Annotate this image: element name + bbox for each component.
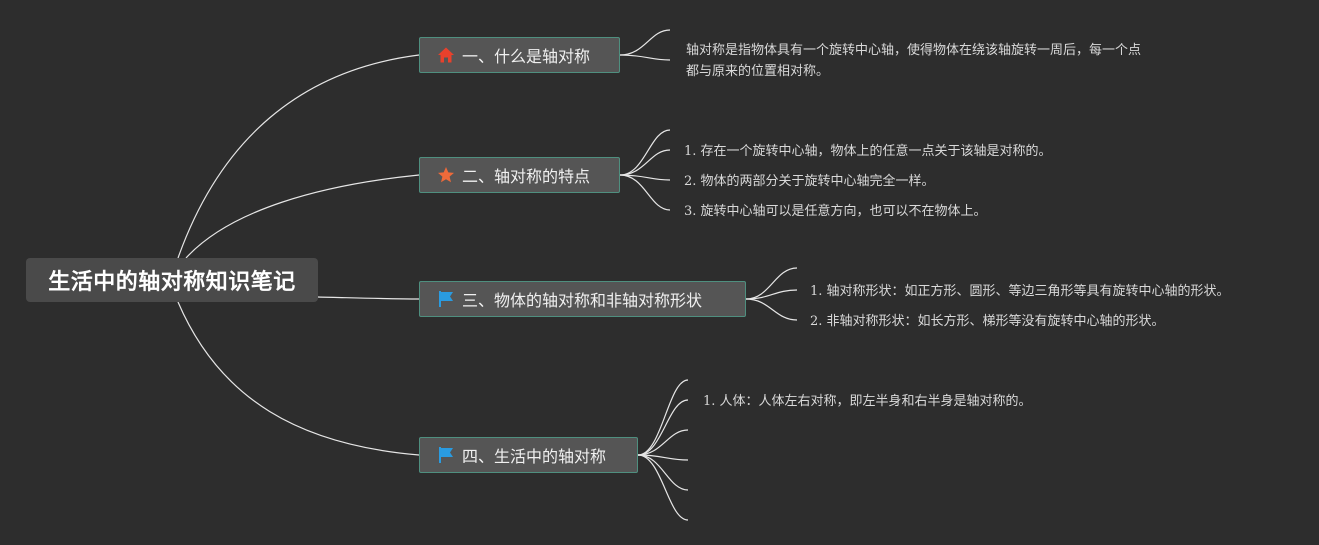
branch-topic-1-label: 一、什么是轴对称 <box>462 47 591 66</box>
leaf-b3-item-1[interactable]: 1. 轴对称形状：如正方形、圆形、等边三角形等具有旋转中心轴的形状。 <box>810 284 1230 299</box>
connector-root-branch-1 <box>177 54 420 259</box>
connector-b1-leaf-bottom <box>619 54 671 61</box>
house-icon <box>436 45 456 65</box>
flag-icon <box>436 289 456 309</box>
connector-b4-empty-4 <box>637 454 689 521</box>
connector-b2-leaf-3 <box>619 174 671 211</box>
root-topic-title: 生活中的轴对称知识笔记 <box>48 270 296 295</box>
connector-b3-top <box>745 267 798 300</box>
connector-b4-top <box>637 379 689 456</box>
leaf-b1-line-1[interactable]: 轴对称是指物体具有一个旋转中心轴，使得物体在绕该轴旋转一周后，每一个点 <box>686 43 1142 58</box>
connector-b4-empty-1 <box>637 429 689 456</box>
connector-root-branch-3 <box>317 296 420 300</box>
connector-root-branch-2 <box>185 174 420 259</box>
leaf-b2-item-2[interactable]: 2. 物体的两部分关于旋转中心轴完全一样。 <box>684 174 935 189</box>
branch-topic-2-label: 二、轴对称的特点 <box>462 167 591 186</box>
leaf-b3-item-2[interactable]: 2. 非轴对称形状：如长方形、梯形等没有旋转中心轴的形状。 <box>810 314 1165 329</box>
leaf-b2-item-1[interactable]: 1. 存在一个旋转中心轴，物体上的任意一点关于该轴是对称的。 <box>684 144 1052 159</box>
star-icon <box>436 165 456 185</box>
branch-topic-3-label: 三、物体的轴对称和非轴对称形状 <box>462 291 703 310</box>
connector-b2-top <box>619 129 671 176</box>
branch-topic-1[interactable]: 一、什么是轴对称 <box>419 37 620 73</box>
connector-root-branch-4 <box>177 301 420 456</box>
connector-b1-leaf-top <box>619 29 671 56</box>
connector-b4-leaf-1 <box>637 399 689 456</box>
connector-b3-leaf-1 <box>745 289 798 300</box>
leaf-b4-item-1[interactable]: 1. 人体：人体左右对称，即左半身和右半身是轴对称的。 <box>703 394 1032 409</box>
flag-icon <box>436 445 456 465</box>
branch-topic-3[interactable]: 三、物体的轴对称和非轴对称形状 <box>419 281 746 317</box>
branch-topic-4-label: 四、生活中的轴对称 <box>462 447 607 466</box>
leaf-b2-item-3[interactable]: 3. 旋转中心轴可以是任意方向，也可以不在物体上。 <box>684 204 987 219</box>
connector-b2-leaf-1 <box>619 149 671 176</box>
branch-topic-2[interactable]: 二、轴对称的特点 <box>419 157 620 193</box>
branch-topic-4[interactable]: 四、生活中的轴对称 <box>419 437 638 473</box>
leaf-b1-line-2[interactable]: 都与原来的位置相对称。 <box>686 64 830 79</box>
connector-b3-leaf-2 <box>745 298 798 321</box>
root-topic[interactable]: 生活中的轴对称知识笔记 <box>26 258 318 302</box>
